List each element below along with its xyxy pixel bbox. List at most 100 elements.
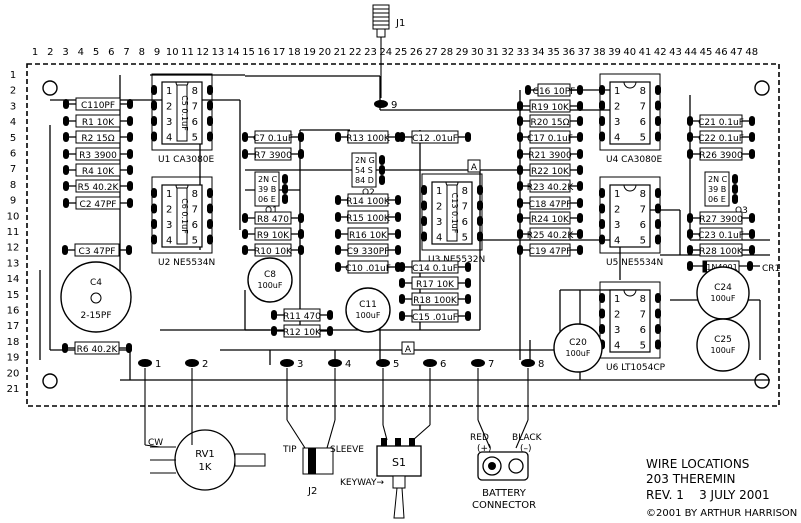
mounting-hole [754, 373, 770, 389]
pad [687, 213, 693, 223]
pad [749, 213, 755, 223]
column-label: 40 [623, 47, 636, 58]
pad [477, 216, 483, 226]
component-label-box: R9 10K [242, 227, 304, 241]
pad [732, 194, 738, 204]
transistor-body [704, 171, 730, 207]
pad [687, 245, 693, 255]
pad [298, 213, 304, 223]
pin-number: 4 [166, 236, 172, 247]
wire-point-label: 6 [440, 359, 446, 370]
ic-notch [623, 289, 637, 297]
component-label-box: R6 40.2K [62, 341, 132, 355]
component-label: R14 100K [346, 197, 391, 207]
component-body [75, 196, 121, 210]
column-label: 16 [257, 47, 270, 58]
wire-point: 2 [185, 359, 208, 370]
pin-number: 6 [640, 117, 646, 128]
row-label: 10 [7, 211, 20, 222]
component-label: C7 0.1uF [253, 134, 293, 144]
column-label: 28 [440, 47, 453, 58]
component-label-box: R16 10K [335, 227, 401, 241]
pad [749, 116, 755, 126]
pad [517, 245, 523, 255]
component-label: R23 40.2K [527, 183, 575, 193]
component-body [283, 308, 321, 322]
component-body [411, 309, 459, 323]
ic-cap-box [446, 184, 458, 242]
pin-number: 3 [166, 220, 172, 231]
s1-body [376, 445, 422, 477]
component-label-box: C21 0.1uF [687, 114, 755, 128]
wire-pad [185, 359, 199, 367]
column-label: 27 [425, 47, 438, 58]
pad [62, 245, 68, 255]
pad [207, 100, 213, 111]
component-body [75, 179, 121, 193]
component-label: R10 10K [254, 247, 293, 257]
column-label: 35 [547, 47, 560, 58]
wire-point: 1 [138, 359, 161, 370]
pin-number: 2 [614, 310, 620, 321]
component-body [75, 114, 121, 128]
component-label-box: R26 3900 [687, 147, 755, 161]
pad [395, 245, 401, 255]
keyway-label: KEYWAY→ [340, 478, 384, 488]
pin-number: 8 [640, 189, 646, 200]
pad [126, 343, 132, 353]
row-label: 14 [7, 274, 20, 285]
pad [395, 195, 401, 205]
pad [655, 131, 661, 142]
pad [599, 100, 605, 111]
component-label-box: C2 47PF [63, 196, 133, 210]
pad [517, 198, 523, 208]
transistor-pin: 39 B [258, 185, 276, 194]
wire-point-label: 7 [488, 359, 494, 370]
component-body [75, 97, 121, 111]
pad [127, 198, 133, 208]
pad [379, 175, 385, 185]
component-label-box: C14 0.1uF [399, 260, 471, 274]
component-body [74, 243, 120, 257]
column-label: 39 [608, 47, 621, 58]
pad [207, 131, 213, 142]
component-body [411, 276, 459, 290]
component-label: R4 10K [82, 167, 115, 177]
pin-number: 3 [614, 117, 620, 128]
pad [747, 261, 753, 271]
row-label: 13 [7, 258, 20, 269]
pin-number: 4 [166, 133, 172, 144]
component-label-box: R11 470 [271, 308, 333, 322]
pad [151, 100, 157, 111]
pad [379, 155, 385, 165]
component-body [529, 163, 571, 177]
ic-label: U1 CA3080E [158, 155, 215, 165]
j2-body [302, 447, 334, 475]
wire-point-label: 2 [202, 359, 208, 370]
component-label-box: R8 470 [242, 211, 304, 225]
pin-number: 7 [192, 102, 198, 113]
component-label-box: R10 10K [242, 243, 304, 257]
pad [63, 99, 69, 109]
column-label: 17 [273, 47, 286, 58]
pin-number: 7 [462, 202, 468, 213]
pin-number: 7 [192, 205, 198, 216]
pad [399, 311, 405, 321]
pad [63, 198, 69, 208]
component-body [75, 163, 121, 177]
wire-pad [423, 359, 437, 367]
pad [399, 294, 405, 304]
component-label-box: R15 100K [335, 210, 401, 224]
wire-point-label: 3 [297, 359, 303, 370]
ic-body [609, 289, 651, 353]
component-body [699, 147, 743, 161]
wire-point: 6 [423, 359, 446, 370]
component-label-box: C3 47PF [62, 243, 132, 257]
pad [379, 165, 385, 175]
pad [207, 85, 213, 95]
component-label: R12 10K [283, 328, 322, 338]
component-label: C10 .01uF [345, 264, 391, 274]
pad [599, 203, 605, 214]
component-body [283, 324, 321, 338]
component-label-box: C17 0.1uF [517, 130, 583, 144]
